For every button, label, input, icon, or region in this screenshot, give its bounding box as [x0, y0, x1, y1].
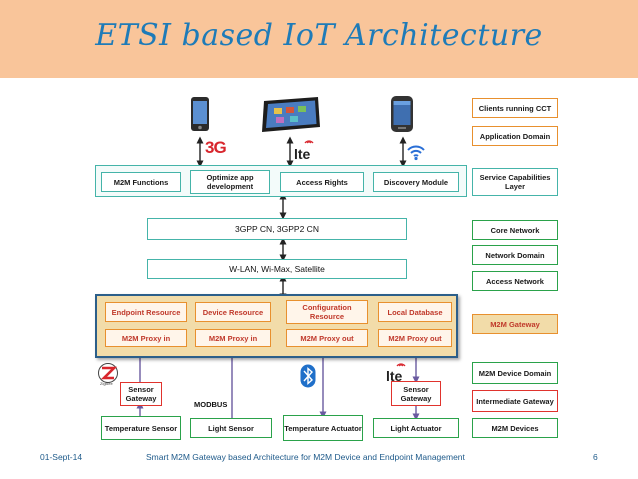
signal-waves-icon-bottom — [396, 363, 406, 367]
lte-icon-bottom: lte — [386, 360, 406, 384]
title-bar — [0, 0, 638, 78]
wifi-icon — [407, 145, 425, 161]
smartphone-icon-right — [391, 96, 413, 132]
legend-application-domain: Application Domain — [472, 126, 558, 146]
device-light-sensor: Light Sensor — [190, 418, 272, 438]
zigbee-label: ZigBee — [100, 381, 113, 386]
footer-text: Smart M2M Gateway based Architecture for… — [146, 452, 465, 462]
lte-label-top: lte — [294, 146, 311, 162]
lte-icon-top: lte — [294, 138, 314, 162]
legend-access-network: Access Network — [472, 271, 558, 291]
scl-optimize-app: Optimize app development — [190, 170, 270, 194]
gw-proxy-in-2: M2M Proxy in — [195, 329, 271, 347]
device-temperature-actuator: Temperature Actuator — [283, 415, 363, 441]
legend-core-network: Core Network — [472, 220, 558, 240]
gw-proxy-out-2: M2M Proxy out — [378, 329, 452, 347]
legend-m2m-gateway: M2M Gateway — [472, 314, 558, 334]
sensor-gateway-right: Sensor Gateway — [391, 381, 441, 406]
page-number: 6 — [593, 452, 598, 462]
gw-proxy-in-1: M2M Proxy in — [105, 329, 187, 347]
signal-waves-icon — [304, 140, 314, 144]
slide-title: ETSI based IoT Architecture — [95, 18, 543, 53]
scl-access-rights: Access Rights — [280, 172, 364, 192]
device-temperature-sensor: Temperature Sensor — [101, 416, 181, 440]
scl-discovery-module: Discovery Module — [373, 172, 459, 192]
gw-local-database: Local Database — [378, 302, 452, 322]
device-light-actuator: Light Actuator — [373, 418, 459, 438]
gw-proxy-out-1: M2M Proxy out — [286, 329, 368, 347]
legend-clients: Clients running CCT — [472, 98, 558, 118]
tablet-icon — [262, 97, 320, 132]
legend-scl: Service Capabilities Layer — [472, 168, 558, 196]
core-network-box: 3GPP CN, 3GPP2 CN — [147, 218, 407, 240]
bluetooth-icon — [300, 364, 316, 388]
3g-icon: 3G — [205, 138, 227, 157]
zigbee-icon: ZigBee — [96, 363, 120, 387]
legend-intermediate-gateway: Intermediate Gateway — [472, 390, 558, 412]
legend-device-domain: M2M Device Domain — [472, 362, 558, 384]
legend-m2m-devices: M2M Devices — [472, 418, 558, 438]
modbus-label: MODBUS — [194, 400, 228, 409]
sensor-gateway-left: Sensor Gateway — [120, 382, 162, 406]
gw-configuration-resource: Configuration Resource — [286, 300, 368, 324]
lte-label-bottom: lte — [386, 368, 403, 384]
footer-date: 01-Sept-14 — [40, 452, 83, 462]
smartphone-icon — [191, 97, 209, 131]
gw-endpoint-resource: Endpoint Resource — [105, 302, 187, 322]
legend-network-domain: Network Domain — [472, 245, 558, 265]
scl-m2m-functions: M2M Functions — [101, 172, 181, 192]
access-network-box: W-LAN, Wi-Max, Satellite — [147, 259, 407, 279]
gw-device-resource: Device Resource — [195, 302, 271, 322]
